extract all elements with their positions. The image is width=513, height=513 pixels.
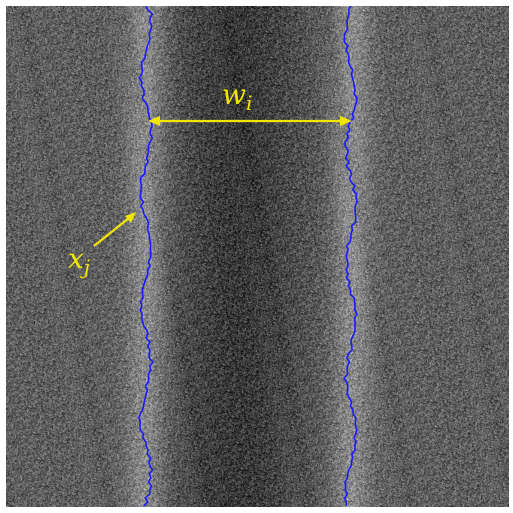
point-arrow bbox=[93, 212, 136, 247]
micrograph-image: wi xj bbox=[6, 6, 509, 507]
left-edge-line bbox=[138, 6, 155, 507]
point-label: xj bbox=[68, 242, 90, 279]
right-edge-line bbox=[343, 6, 359, 507]
noisy-texture bbox=[6, 6, 509, 507]
width-label: wi bbox=[222, 78, 252, 115]
width-arrow bbox=[148, 116, 352, 126]
